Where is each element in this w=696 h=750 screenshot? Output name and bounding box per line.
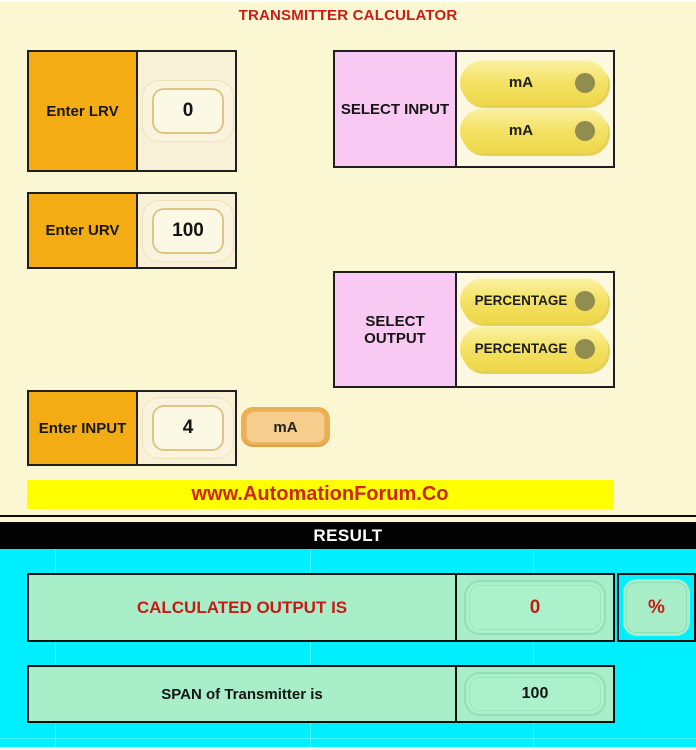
select-input-options: mA mA	[457, 52, 613, 166]
output-unit-cell: %	[617, 573, 696, 642]
span-row: SPAN of Transmitter is 100	[27, 665, 615, 723]
top-edge-strip	[0, 0, 696, 2]
select-output-label: SELECT OUTPUT	[335, 273, 457, 386]
select-output-option-1-label: PERCENTAGE	[474, 293, 568, 308]
span-value-frame: 100	[464, 672, 606, 716]
gridline	[310, 549, 311, 747]
calculated-output-value-cell: 0	[457, 575, 613, 640]
lrv-input[interactable]: 0	[152, 88, 224, 134]
select-output-option-2-label: PERCENTAGE	[474, 341, 568, 356]
enter-lrv-field-frame: 0	[142, 80, 234, 142]
calculated-output-value: 0	[469, 585, 601, 630]
output-unit-label: %	[626, 582, 687, 633]
urv-input[interactable]: 100	[152, 207, 224, 254]
enter-lrv-label: Enter LRV	[29, 52, 138, 170]
span-value-cell: 100	[457, 667, 613, 721]
span-value: 100	[469, 677, 601, 711]
input-value-input[interactable]: 4	[152, 405, 224, 451]
page-title: TRANSMITTER CALCULATOR	[238, 7, 458, 24]
brand-banner: www.AutomationForum.Co	[27, 480, 613, 509]
select-input-label: SELECT INPUT	[335, 52, 457, 166]
enter-input-value-cell: 4	[138, 392, 238, 464]
result-header-bar: RESULT	[0, 522, 696, 549]
enter-urv-field-frame: 100	[142, 199, 234, 262]
input-unit-button[interactable]: mA	[241, 407, 330, 447]
gridline	[0, 738, 696, 739]
select-input-box: SELECT INPUT mA mA	[333, 50, 615, 168]
span-label: SPAN of Transmitter is	[29, 667, 457, 721]
enter-urv-row: Enter URV 100	[27, 192, 237, 269]
select-input-option-2[interactable]: mA	[460, 108, 608, 153]
select-input-option-1-label: mA	[508, 74, 534, 91]
select-output-option-1[interactable]: PERCENTAGE	[460, 278, 608, 323]
radio-dot-icon	[575, 290, 595, 311]
enter-lrv-value-cell: 0	[138, 52, 238, 170]
calculated-output-label: CALCULATED OUTPUT IS	[29, 575, 457, 640]
output-unit-button[interactable]: %	[623, 579, 690, 636]
radio-dot-icon	[575, 120, 595, 141]
calculated-output-value-frame: 0	[464, 580, 606, 635]
section-divider-line	[0, 515, 696, 517]
select-input-option-1[interactable]: mA	[460, 60, 608, 105]
select-input-option-2-label: mA	[508, 122, 534, 139]
enter-input-field-frame: 4	[142, 397, 234, 459]
enter-urv-value-cell: 100	[138, 194, 238, 267]
calculated-output-row: CALCULATED OUTPUT IS 0	[27, 573, 615, 642]
radio-dot-icon	[575, 72, 595, 93]
enter-urv-label: Enter URV	[29, 194, 138, 267]
gridline	[533, 549, 534, 747]
enter-input-label: Enter INPUT	[29, 392, 138, 464]
radio-dot-icon	[575, 338, 595, 359]
select-output-box: SELECT OUTPUT PERCENTAGE PERCENTAGE	[333, 271, 615, 388]
bottom-edge-strip	[0, 747, 696, 750]
select-output-options: PERCENTAGE PERCENTAGE	[457, 273, 613, 386]
enter-lrv-row: Enter LRV 0	[27, 50, 237, 172]
input-unit-button-label: mA	[246, 411, 325, 443]
enter-input-row: Enter INPUT 4	[27, 390, 237, 466]
gridline	[55, 549, 56, 747]
select-output-option-2[interactable]: PERCENTAGE	[460, 326, 608, 371]
